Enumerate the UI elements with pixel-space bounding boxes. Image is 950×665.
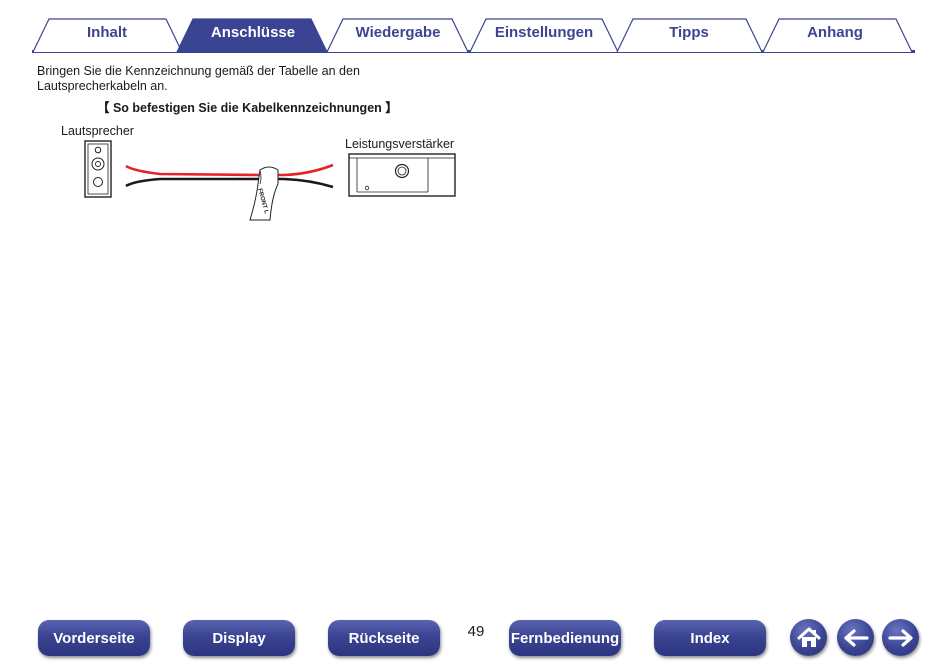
tab-einstellungen[interactable]: Einstellungen [494, 24, 594, 41]
index-button[interactable]: Index [654, 620, 766, 656]
forward-button[interactable] [882, 619, 919, 656]
arrow-right-icon [887, 628, 913, 647]
tab-outline-graphic [32, 18, 915, 53]
speaker-cable [125, 163, 334, 189]
tab-tipps[interactable]: Tipps [669, 24, 709, 41]
amplifier-label: Leistungsverstärker [345, 137, 455, 151]
back-button[interactable] [837, 619, 874, 656]
home-button[interactable] [790, 619, 827, 656]
amplifier-icon [348, 153, 456, 197]
arrow-left-icon [843, 628, 869, 647]
cable-tag-graphic: FRONT L [249, 166, 279, 221]
page-number: 49 [467, 623, 485, 640]
cable-label-diagram: FRONT L [84, 140, 456, 221]
intro-text: Bringen Sie die Kennzeichnung gemäß der … [37, 64, 360, 93]
rueckseite-button[interactable]: Rückseite [328, 620, 440, 656]
vorderseite-button[interactable]: Vorderseite [38, 620, 150, 656]
tab-anschluesse[interactable]: Anschlüsse [210, 24, 296, 41]
tab-anhang[interactable]: Anhang [807, 24, 863, 41]
fernbedienung-button[interactable]: Fernbedienung [509, 620, 621, 656]
tab-inhalt[interactable]: Inhalt [87, 24, 127, 41]
tab-bar: Inhalt Anschlüsse Wiedergabe Einstellung… [0, 0, 950, 60]
tab-wiedergabe[interactable]: Wiedergabe [355, 24, 441, 41]
display-button[interactable]: Display [183, 620, 295, 656]
speaker-label: Lautsprecher [61, 124, 134, 138]
home-icon [797, 627, 820, 647]
section-subheading: 【 So befestigen Sie die Kabelkennzeichnu… [97, 101, 398, 115]
speaker-icon [84, 140, 112, 198]
